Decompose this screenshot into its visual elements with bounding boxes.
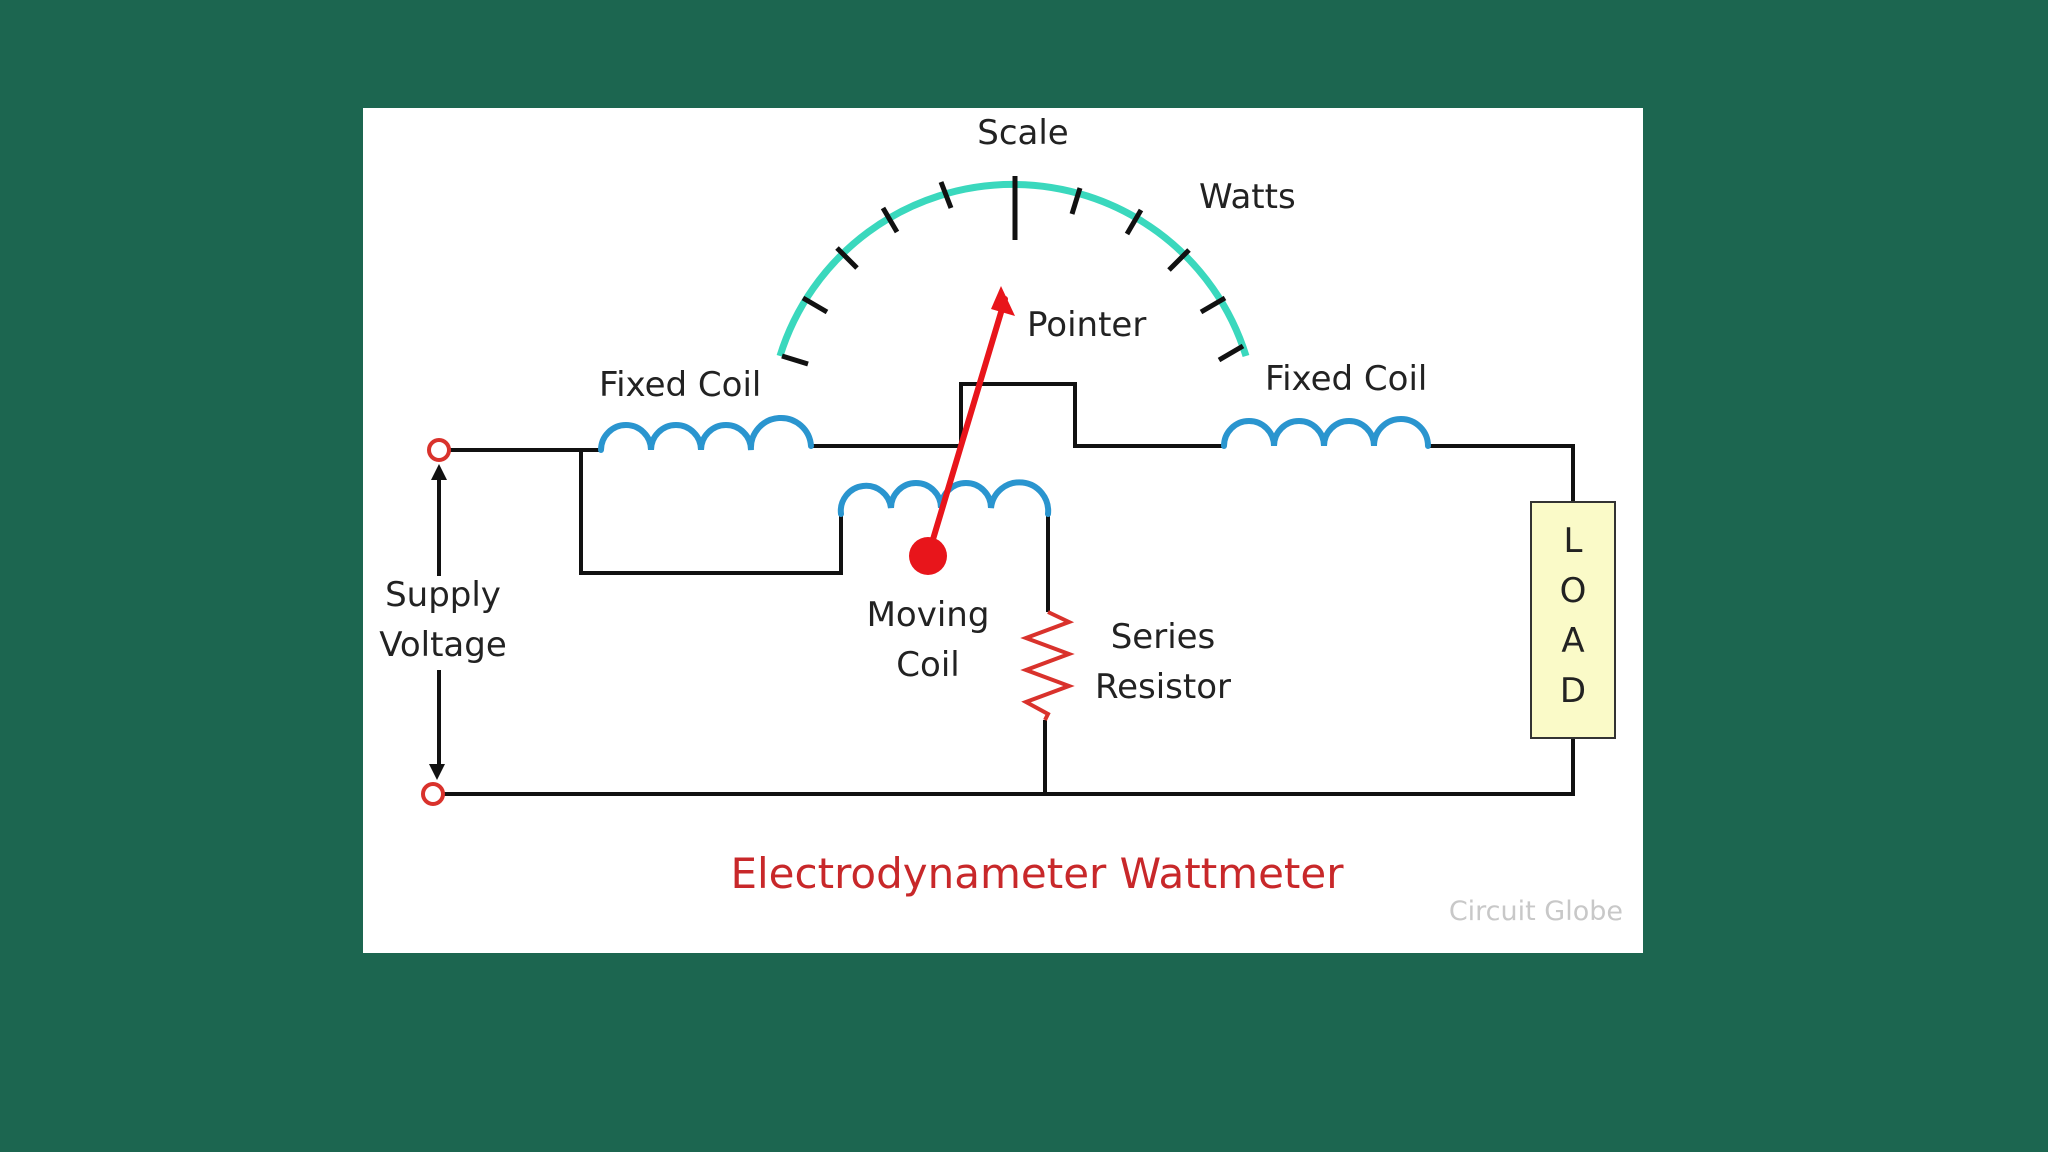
load-letter: O xyxy=(1560,571,1587,611)
scale-tick xyxy=(801,295,829,315)
label-moving-coil-line1: Moving xyxy=(867,595,990,635)
label-fixed-coil-left: Fixed Coil xyxy=(599,365,761,405)
pointer-arrowhead-icon xyxy=(991,286,1015,316)
scale-tick xyxy=(1124,208,1144,236)
supply-terminal-bottom-icon xyxy=(421,782,445,806)
supply-voltage-arrow-icon xyxy=(429,464,447,780)
diagram-panel: L O A D Scale Watts Pointer Fixed Coil F… xyxy=(363,108,1643,953)
label-supply-voltage-line1: Supply xyxy=(385,575,501,615)
diagram-title: Electrodynameter Wattmeter xyxy=(730,849,1344,898)
scale-tick xyxy=(1217,343,1245,363)
load-letter: D xyxy=(1560,671,1586,711)
scale-tick xyxy=(1199,295,1227,315)
scale-tick xyxy=(1167,248,1191,272)
label-scale: Scale xyxy=(977,113,1068,153)
scale-ticks xyxy=(781,176,1245,367)
scale-tick xyxy=(880,206,900,234)
label-series-resistor-line2: Resistor xyxy=(1095,667,1231,707)
load-box xyxy=(1530,501,1616,739)
scale-tick xyxy=(938,181,954,209)
pivot-icon xyxy=(909,537,947,575)
label-watts: Watts xyxy=(1199,177,1296,217)
wire-fixed-coil-link xyxy=(811,382,1224,448)
wire-to-load-top xyxy=(1428,444,1575,502)
circuit-wires xyxy=(433,382,1575,796)
load-letter: A xyxy=(1561,621,1584,661)
scale-tick xyxy=(835,246,859,270)
label-supply-voltage-line2: Voltage xyxy=(379,625,507,665)
scale-tick xyxy=(1069,187,1083,215)
watermark: Circuit Globe xyxy=(1449,896,1623,927)
wattmeter-diagram: L O A D Scale Watts Pointer Fixed Coil F… xyxy=(379,113,1623,927)
label-pointer: Pointer xyxy=(1027,305,1146,345)
scale-tick xyxy=(781,353,809,367)
supply-terminal-top-icon xyxy=(427,438,451,462)
fixed-coil-left xyxy=(598,414,814,453)
pointer-needle xyxy=(925,296,1008,559)
label-moving-coil-line2: Coil xyxy=(896,645,959,685)
fixed-coil-right xyxy=(1221,416,1431,449)
wire-bottom-return xyxy=(433,739,1575,796)
load-letter: L xyxy=(1564,521,1583,561)
label-fixed-coil-right: Fixed Coil xyxy=(1265,359,1427,399)
series-resistor xyxy=(1020,610,1075,721)
wire-pressure-branch xyxy=(579,450,843,575)
label-series-resistor-line1: Series xyxy=(1111,617,1216,657)
